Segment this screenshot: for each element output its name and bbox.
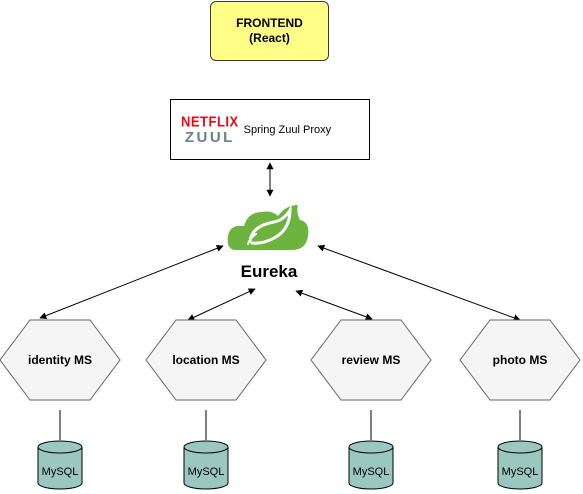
eureka-review-arrow: [295, 289, 373, 321]
logo-netflix-text: NETFLIX: [181, 112, 239, 130]
db-label-location: MySQL: [187, 466, 225, 478]
db-label-photo: MySQL: [501, 466, 539, 478]
eureka-identity-arrow: [39, 245, 224, 319]
netflix-zuul-logo-icon: NETFLIX ZUUL: [181, 112, 239, 146]
database-cylinder-icon: [183, 440, 229, 490]
frontend-node: FRONTEND (React): [210, 1, 329, 61]
service-label-location: location MS: [172, 353, 240, 367]
frontend-title: FRONTEND: [236, 16, 303, 30]
db-label-identity: MySQL: [41, 466, 79, 478]
service-label-identity: identity MS: [27, 353, 92, 367]
service-label-photo: photo MS: [492, 353, 548, 367]
service-db-connectors: [59, 410, 521, 440]
frontend-subtitle: (React): [249, 31, 290, 45]
database-cylinder-icon: [497, 440, 543, 490]
service-hexagon: [145, 319, 267, 401]
db-label-review: MySQL: [352, 466, 390, 478]
gateway-label: Spring Zuul Proxy: [243, 123, 332, 136]
service-label-review: review MS: [341, 353, 401, 367]
service-hexagon: [459, 319, 581, 401]
service-hexagon: [0, 319, 121, 401]
database-cylinder-icon: [37, 440, 83, 490]
eureka-label: Eureka: [240, 262, 298, 281]
database-cylinder-icon: [348, 440, 394, 490]
eureka-photo-arrow: [317, 244, 521, 322]
logo-zuul-text: ZUUL: [184, 128, 235, 146]
mysql-database-icons: [37, 440, 543, 490]
service-hexagons: [0, 319, 581, 401]
gateway-node: NETFLIX ZUUL Spring Zuul Proxy: [170, 99, 370, 160]
eureka-location-arrow: [187, 288, 256, 321]
service-hexagon: [310, 319, 432, 401]
eureka-logo-icon: [227, 204, 309, 250]
